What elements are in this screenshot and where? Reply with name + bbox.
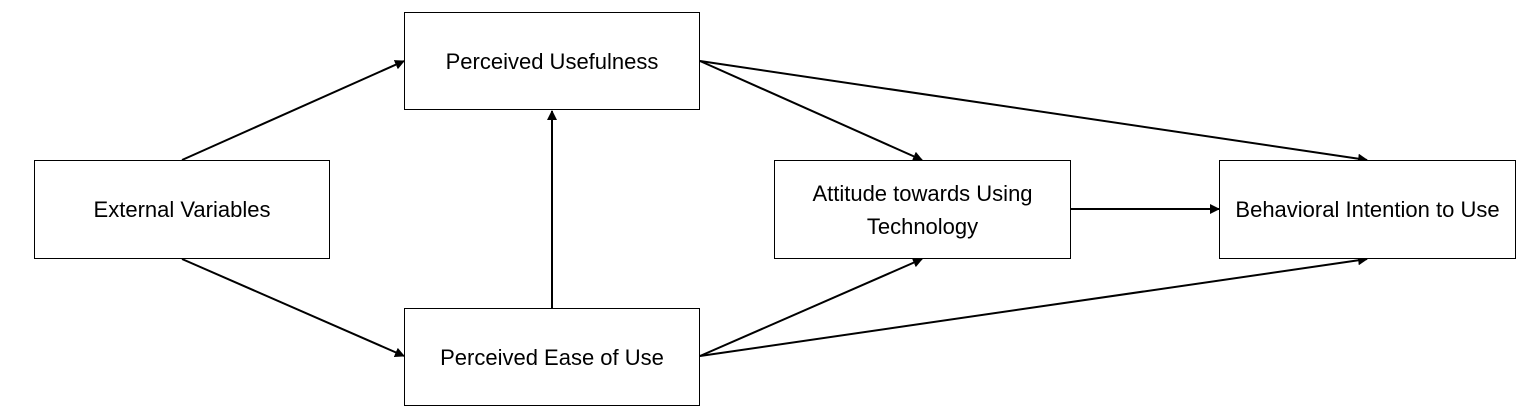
node-external-variables: External Variables [34,160,330,259]
node-perceived-usefulness: Perceived Usefulness [404,12,700,110]
arrow-ease-to-intention [699,255,1368,357]
node-perceived-ease-of-use: Perceived Ease of Use [404,308,700,406]
node-perceived-ease-of-use-label: Perceived Ease of Use [440,344,664,370]
arrow-usefulness-to-attitude [699,60,923,161]
node-perceived-usefulness-label: Perceived Usefulness [445,48,659,74]
node-behavioral-intention-label: Behavioral Intention to Use [1235,197,1500,222]
arrow-external-to-usefulness [181,60,405,161]
arrow-external-to-ease [181,258,405,357]
node-attitude-towards-using-label: Attitude towards Using Technology [812,180,1033,239]
node-behavioral-intention: Behavioral Intention to Use [1219,160,1516,259]
arrow-ease-to-attitude [699,258,923,357]
node-attitude-towards-using: Attitude towards Using Technology [774,160,1071,259]
node-external-variables-label: External Variables [93,197,271,222]
arrow-usefulness-to-intention [699,60,1368,164]
